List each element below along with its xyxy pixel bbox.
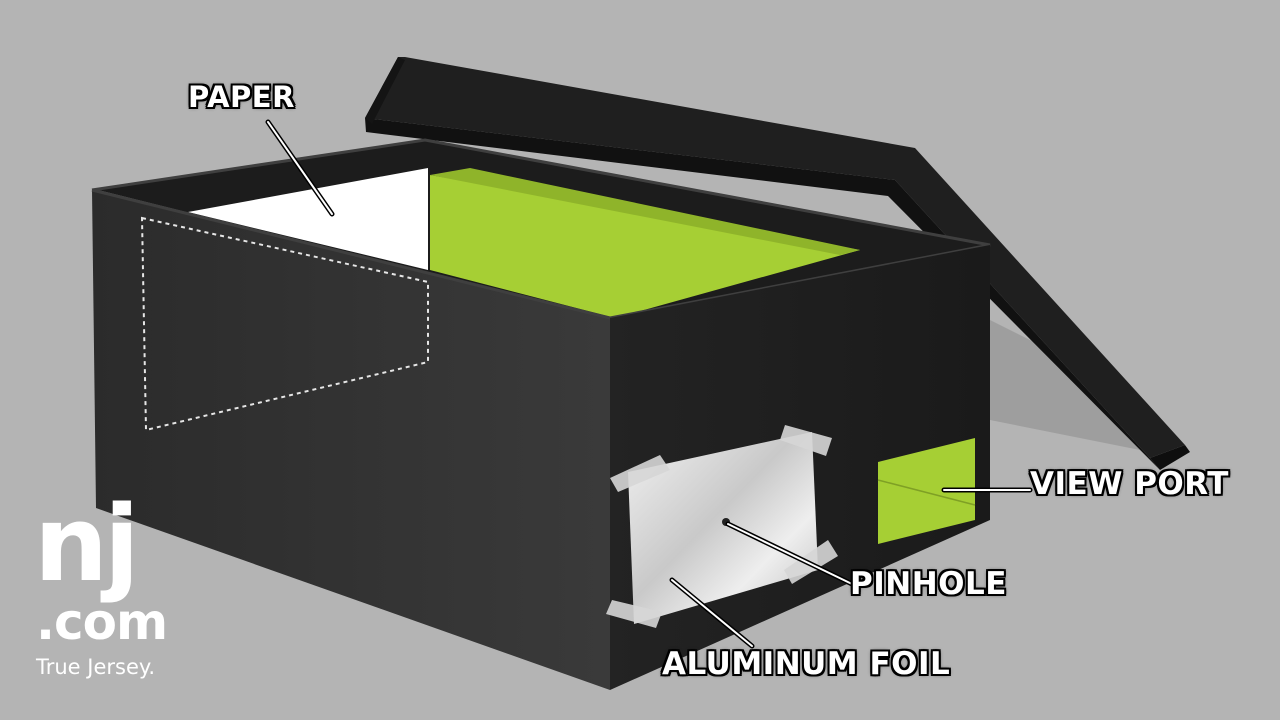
callout-pinhole: PINHOLE [850, 566, 1007, 602]
leader-paper [267, 121, 333, 215]
view-port-window [878, 438, 975, 544]
logo-tagline: True Jersey. [36, 655, 155, 679]
logo-mark: nj [34, 483, 140, 605]
box-lid [365, 57, 1190, 470]
box-interior-green [430, 175, 860, 318]
callout-leader-lines [265, 119, 1033, 649]
paper-sheet [188, 168, 428, 270]
tape-bottom-left [606, 600, 662, 628]
box-body [91, 138, 991, 690]
box-front-face [92, 190, 610, 690]
lid-edge-left [365, 57, 405, 124]
callout-aluminum-foil: ALUMINUM FOIL [662, 646, 951, 682]
view-port-fold [877, 479, 976, 506]
box-interior-green-shade [430, 168, 860, 255]
foil-sheet [628, 432, 818, 624]
logo-domain: .com [36, 593, 168, 651]
leader-pinhole [727, 523, 853, 585]
lid-top [365, 57, 1185, 458]
nj-com-logo: nj .com True Jersey. [34, 492, 194, 686]
callout-view-port: VIEW PORT [1030, 466, 1229, 502]
lid-edge-right [1150, 445, 1190, 470]
callout-paper: PAPER [188, 80, 295, 114]
paper-outline-dotted [140, 216, 429, 432]
aluminum-foil-patch [606, 425, 838, 628]
lid-inner-shadow [990, 320, 1140, 450]
tape-top-left [610, 455, 670, 492]
tape-top-right [780, 425, 832, 456]
leader-foil [671, 579, 753, 647]
